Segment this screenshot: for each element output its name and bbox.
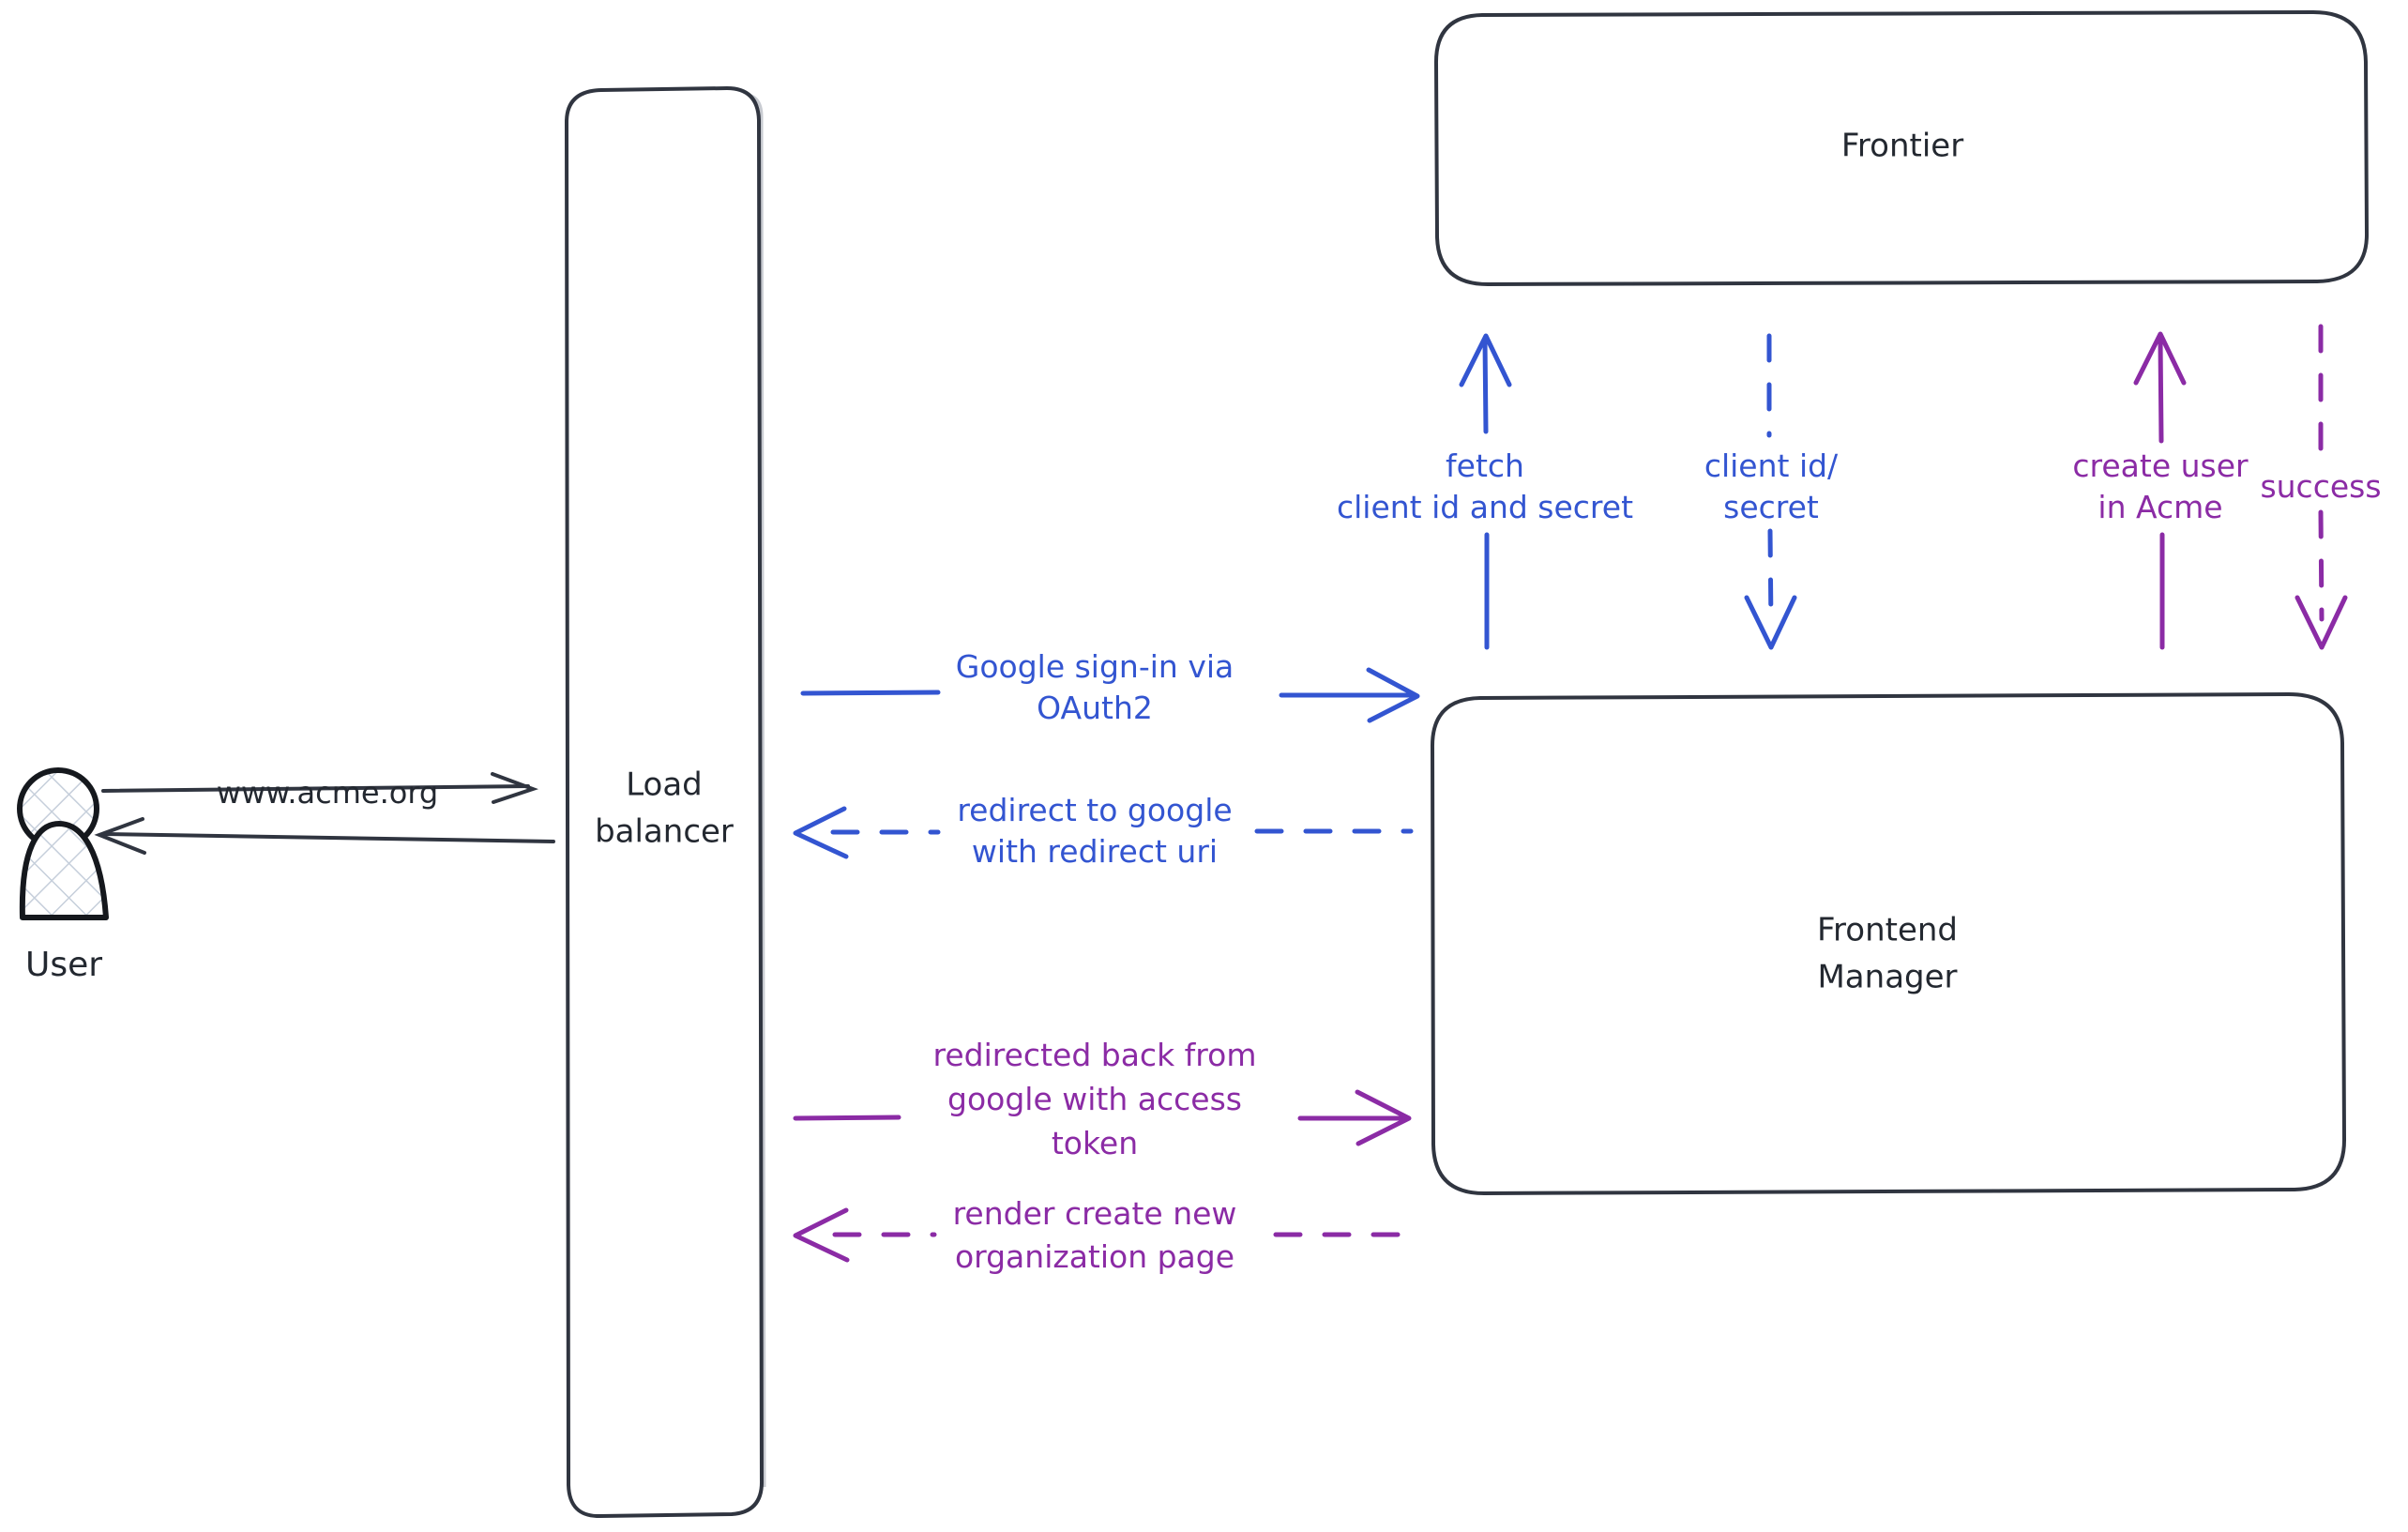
user-label: User <box>25 946 102 984</box>
edge-user-to-load-balancer-label: www.acme.org <box>217 775 438 811</box>
edge-render-org-page-label-line2: organization page <box>955 1238 1234 1275</box>
edge-google-signin-label-line1: Google sign-in via <box>956 648 1234 685</box>
node-load-balancer[interactable]: Load balancer <box>565 86 766 1519</box>
edge-load-balancer-to-user[interactable] <box>94 817 555 855</box>
edge-access-token-label-line1: redirected back from <box>933 1037 1257 1073</box>
edge-client-id-secret-label-line2: secret <box>1723 489 1819 525</box>
user-person-icon[interactable] <box>17 767 109 920</box>
edge-redirected-back-with-access-token[interactable] <box>793 1089 1412 1146</box>
node-frontend-manager-label-line2: Manager <box>1817 959 1957 996</box>
edge-fetch-label-line2: client id and secret <box>1337 489 1633 525</box>
edge-fetch-client-id-and-secret[interactable] <box>1459 333 1512 650</box>
edge-access-token-label-line3: token <box>1052 1125 1138 1161</box>
edge-create-user-label-line2: in Acme <box>2098 489 2222 525</box>
node-frontend-manager[interactable]: Frontend Manager <box>1430 692 2347 1195</box>
node-load-balancer-label-line1: Load <box>626 766 703 804</box>
edge-user-to-load-balancer[interactable] <box>101 772 539 804</box>
edge-fetch-label-line1: fetch <box>1446 447 1524 484</box>
edge-redirect-to-google[interactable] <box>793 806 1414 859</box>
edge-google-signin-label-line2: OAuth2 <box>1037 690 1153 726</box>
edge-render-create-new-organization-page[interactable] <box>793 1207 1410 1263</box>
node-frontend-manager-label-line1: Frontend <box>1817 912 1958 949</box>
node-load-balancer-label-line2: balancer <box>595 813 734 851</box>
edge-success[interactable] <box>2294 324 2348 650</box>
node-frontier-label: Frontier <box>1841 128 1963 165</box>
edge-success-label: success <box>2260 468 2381 505</box>
edge-create-user-label-line1: create user <box>2072 447 2249 484</box>
node-frontier[interactable]: Frontier <box>1433 10 2370 286</box>
edge-client-id-secret-label-line1: client id/ <box>1704 447 1839 484</box>
edge-access-token-label-line2: google with access <box>947 1081 1242 1117</box>
edge-redirect-to-google-label-line1: redirect to google <box>957 792 1232 828</box>
edge-redirect-to-google-label-line2: with redirect uri <box>972 833 1218 870</box>
edge-google-signin-oauth2[interactable] <box>800 667 1420 723</box>
edge-client-id-secret[interactable] <box>1744 333 1797 650</box>
edge-create-user-in-acme[interactable] <box>2133 331 2187 650</box>
edge-render-org-page-label-line1: render create new <box>953 1195 1237 1232</box>
